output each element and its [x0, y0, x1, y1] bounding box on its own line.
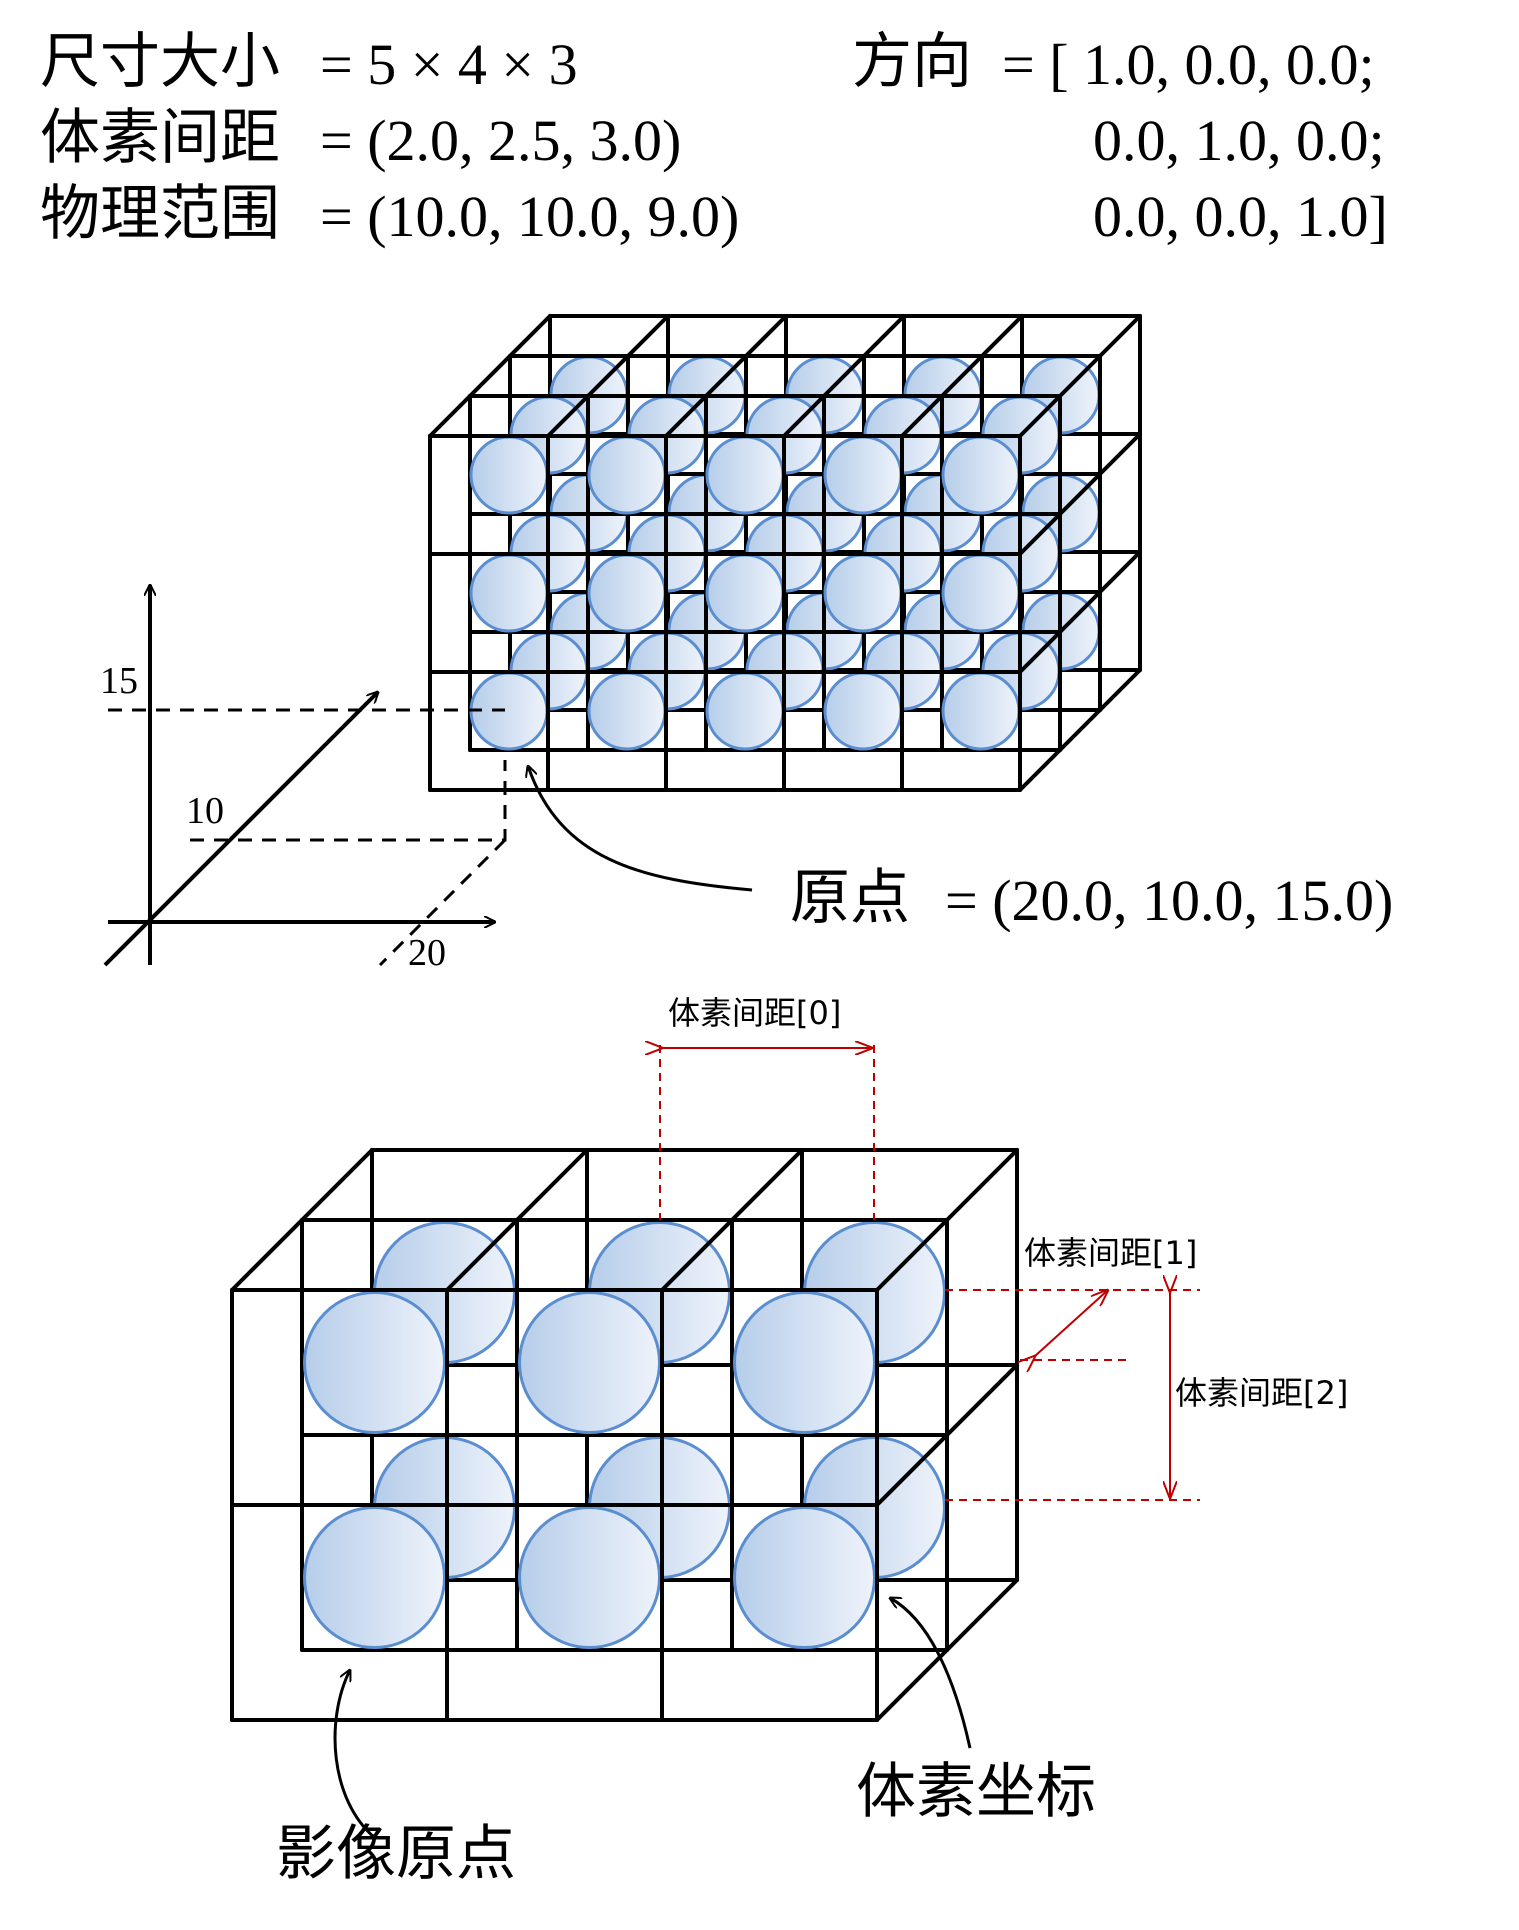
voxel-sphere: [941, 435, 1021, 515]
voxel-grid-detail: [230, 1148, 1019, 1722]
direction-row-1: = [ 1.0, 0.0, 0.0;: [1002, 32, 1375, 97]
origin-label: 原点: [790, 863, 910, 933]
voxel-sphere: [733, 1506, 876, 1649]
voxel-coord-label: 体素坐标: [856, 1757, 1096, 1827]
direction-row-2: 0.0, 1.0, 0.0;: [1093, 108, 1385, 173]
voxel-sphere: [733, 1291, 876, 1434]
spacing-value: = (2.0, 2.5, 3.0): [320, 108, 682, 173]
depth-line: [1018, 668, 1142, 792]
spacing-label: 体素间距: [40, 103, 280, 173]
spacing-1-label: 体素间距[1]: [1024, 1234, 1198, 1272]
projection-y: [190, 760, 507, 842]
depth-line: [546, 314, 670, 438]
depth-line: [875, 1148, 1019, 1292]
voxel-sphere: [587, 553, 667, 633]
voxel-sphere: [705, 435, 785, 515]
voxel-sphere: [303, 1506, 446, 1649]
voxel-grid-5x4x3: [428, 314, 1142, 792]
axis-tick-10: 10: [186, 790, 224, 832]
voxel-sphere: [941, 553, 1021, 633]
depth-line: [1018, 550, 1142, 674]
depth-line: [230, 1148, 374, 1292]
voxel-sphere: [303, 1291, 446, 1434]
image-origin-pointer: [333, 1670, 376, 1840]
projection-x: [378, 838, 507, 967]
depth-line: [782, 314, 906, 438]
spacing-1-arrow: [1035, 1290, 1108, 1356]
extent-value: = (10.0, 10.0, 9.0): [320, 184, 740, 249]
voxel-sphere: [518, 1506, 661, 1649]
image-origin-label: 影像原点: [276, 1819, 516, 1889]
axis-tick-15: 15: [100, 660, 138, 702]
spacing-2-label: 体素间距[2]: [1175, 1374, 1349, 1412]
depth-line: [875, 1578, 1019, 1722]
y-axis: [103, 692, 378, 967]
voxel-sphere: [587, 435, 667, 515]
voxel-sphere: [705, 553, 785, 633]
voxel-sphere: [941, 671, 1021, 751]
direction-label: 方向: [852, 27, 972, 97]
voxel-sphere: [823, 671, 903, 751]
depth-line: [900, 314, 1024, 438]
voxel-coord-pointer: [890, 1598, 972, 1749]
voxel-sphere: [587, 671, 667, 751]
direction-row-3: 0.0, 0.0, 1.0]: [1093, 184, 1388, 249]
depth-line: [875, 1363, 1019, 1507]
spacing-0-label: 体素间距[0]: [668, 994, 842, 1032]
voxel-sphere: [705, 671, 785, 751]
depth-line: [445, 1148, 589, 1292]
size-label: 尺寸大小: [40, 27, 280, 97]
depth-line: [664, 314, 788, 438]
size-value: = 5 × 4 × 3: [320, 32, 578, 97]
annotation-lines: [103, 585, 1200, 1840]
extent-label: 物理范围: [40, 179, 280, 249]
voxel-sphere: [469, 671, 549, 751]
depth-line: [660, 1148, 804, 1292]
origin-pointer: [528, 766, 753, 892]
voxel-sphere: [518, 1291, 661, 1434]
voxel-sphere: [823, 553, 903, 633]
depth-line: [1018, 432, 1142, 556]
voxel-sphere: [469, 435, 549, 515]
voxel-sphere: [823, 435, 903, 515]
origin-value: = (20.0, 10.0, 15.0): [945, 868, 1394, 933]
voxel-sphere: [469, 553, 549, 633]
depth-line: [1018, 314, 1142, 438]
depth-line: [428, 314, 552, 438]
axis-tick-20: 20: [408, 932, 446, 974]
